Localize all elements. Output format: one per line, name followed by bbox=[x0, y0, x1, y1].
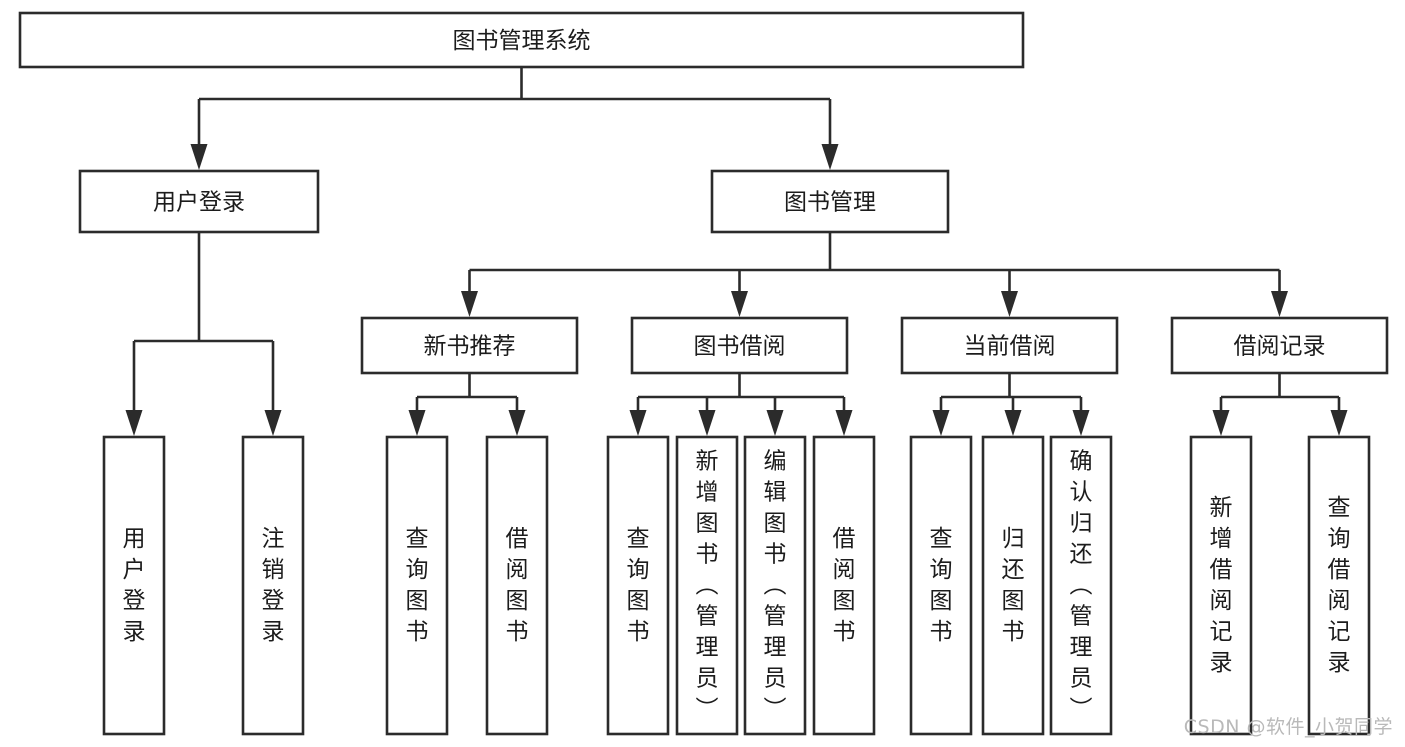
node-leaf-add-book[interactable]: 新增图书︵管理员︶ bbox=[675, 435, 739, 736]
node-leaf-edit-book-box[interactable] bbox=[743, 435, 807, 736]
node-leaf-borrow-book-1-box[interactable] bbox=[485, 435, 549, 736]
arrow-head-icon bbox=[629, 410, 647, 436]
node-book-borrow[interactable]: 图书借阅 bbox=[630, 316, 849, 375]
node-leaf-borrow-book-2[interactable]: 借阅图书 bbox=[812, 435, 876, 736]
connector-layer bbox=[125, 67, 1348, 436]
arrow-head-icon bbox=[1004, 410, 1022, 436]
node-book-manage-box[interactable] bbox=[710, 169, 950, 234]
node-book-borrow-label: 图书借阅 bbox=[694, 334, 786, 360]
node-leaf-add-book-box[interactable] bbox=[675, 435, 739, 736]
edge-group-book-manage bbox=[461, 232, 1288, 317]
node-root-root[interactable]: 图书管理系统 bbox=[18, 11, 1025, 69]
arrow-head-icon bbox=[1072, 410, 1090, 436]
node-leaf-edit-book[interactable]: 编辑图书︵管理员︶ bbox=[743, 435, 807, 736]
arrow-head-icon bbox=[698, 410, 716, 436]
arrow-head-icon bbox=[835, 410, 853, 436]
node-leaf-logout-box[interactable] bbox=[241, 435, 305, 736]
edge-group-borrow-record bbox=[1212, 373, 1348, 436]
node-leaf-query-book-3-label: 查询图书 bbox=[930, 526, 953, 645]
arrow-head-icon bbox=[932, 410, 950, 436]
node-leaf-query-book-2-box[interactable] bbox=[606, 435, 670, 736]
node-leaf-query-book-2-label: 查询图书 bbox=[627, 526, 650, 645]
node-leaf-query-book-3[interactable]: 查询图书 bbox=[909, 435, 973, 736]
node-leaf-add-book-label: 新增图书︵管理员︶ bbox=[696, 449, 719, 723]
arrow-head-icon bbox=[264, 410, 282, 436]
arrow-head-icon bbox=[125, 410, 143, 436]
node-leaf-borrow-book-2-label: 借阅图书 bbox=[833, 526, 856, 645]
node-borrow-record-label: 借阅记录 bbox=[1234, 334, 1326, 360]
node-leaf-borrow-book-1[interactable]: 借阅图书 bbox=[485, 435, 549, 736]
node-current-borrow-label: 当前借阅 bbox=[964, 334, 1056, 360]
node-borrow-record-box[interactable] bbox=[1170, 316, 1389, 375]
node-leaf-user-login[interactable]: 用户登录 bbox=[102, 435, 166, 736]
node-root-root-box[interactable] bbox=[18, 11, 1025, 69]
arrow-head-icon bbox=[1212, 410, 1230, 436]
node-leaf-query-book-2[interactable]: 查询图书 bbox=[606, 435, 670, 736]
node-leaf-return-book[interactable]: 归还图书 bbox=[981, 435, 1045, 736]
node-leaf-user-login-label: 用户登录 bbox=[123, 526, 146, 645]
arrow-head-icon bbox=[1271, 291, 1288, 317]
node-user-login-label: 用户登录 bbox=[153, 190, 245, 216]
node-book-manage[interactable]: 图书管理 bbox=[710, 169, 950, 234]
node-book-manage-label: 图书管理 bbox=[784, 190, 876, 216]
edge-group-current-borrow bbox=[932, 373, 1090, 436]
node-root-root-label: 图书管理系统 bbox=[453, 28, 591, 54]
node-leaf-confirm-return-label: 确认归还︵管理员︶ bbox=[1070, 449, 1093, 723]
edge-group-root bbox=[190, 67, 839, 170]
node-leaf-borrow-book-1-label: 借阅图书 bbox=[506, 526, 529, 645]
node-current-borrow-box[interactable] bbox=[900, 316, 1119, 375]
arrow-head-icon bbox=[821, 144, 839, 170]
arrow-head-icon bbox=[1330, 410, 1348, 436]
edge-group-book-borrow bbox=[629, 373, 853, 436]
node-leaf-borrow-book-2-box[interactable] bbox=[812, 435, 876, 736]
node-user-login[interactable]: 用户登录 bbox=[78, 169, 320, 234]
node-leaf-add-record-label: 新增借阅记录 bbox=[1210, 495, 1233, 676]
node-leaf-confirm-return[interactable]: 确认归还︵管理员︶ bbox=[1049, 435, 1113, 736]
node-new-book-recommend[interactable]: 新书推荐 bbox=[360, 316, 579, 375]
node-leaf-add-record[interactable]: 新增借阅记录 bbox=[1189, 435, 1253, 736]
node-book-borrow-box[interactable] bbox=[630, 316, 849, 375]
arrow-head-icon bbox=[190, 144, 208, 170]
node-user-login-box[interactable] bbox=[78, 169, 320, 234]
node-leaf-query-book-1-label: 查询图书 bbox=[406, 526, 429, 645]
edge-group-new-book-recommend bbox=[408, 373, 526, 436]
arrow-head-icon bbox=[1001, 291, 1018, 317]
node-leaf-add-record-box[interactable] bbox=[1189, 435, 1253, 736]
arrow-head-icon bbox=[461, 291, 478, 317]
node-leaf-return-book-box[interactable] bbox=[981, 435, 1045, 736]
node-leaf-query-book-3-box[interactable] bbox=[909, 435, 973, 736]
node-leaf-user-login-box[interactable] bbox=[102, 435, 166, 736]
node-leaf-logout[interactable]: 注销登录 bbox=[241, 435, 305, 736]
node-layer: 图书管理系统用户登录图书管理新书推荐图书借阅当前借阅借阅记录用户登录注销登录查询… bbox=[18, 11, 1389, 736]
node-leaf-confirm-return-box[interactable] bbox=[1049, 435, 1113, 736]
node-leaf-query-book-1[interactable]: 查询图书 bbox=[385, 435, 449, 736]
edge-group-user-login bbox=[125, 232, 282, 436]
node-borrow-record[interactable]: 借阅记录 bbox=[1170, 316, 1389, 375]
arrow-head-icon bbox=[408, 410, 426, 436]
node-leaf-query-book-1-box[interactable] bbox=[385, 435, 449, 736]
node-leaf-query-record[interactable]: 查询借阅记录 bbox=[1307, 435, 1371, 736]
node-leaf-query-record-box[interactable] bbox=[1307, 435, 1371, 736]
node-leaf-return-book-label: 归还图书 bbox=[1002, 526, 1025, 645]
node-leaf-query-record-label: 查询借阅记录 bbox=[1328, 495, 1351, 676]
node-new-book-recommend-label: 新书推荐 bbox=[424, 334, 516, 360]
arrow-head-icon bbox=[508, 410, 526, 436]
node-new-book-recommend-box[interactable] bbox=[360, 316, 579, 375]
node-current-borrow[interactable]: 当前借阅 bbox=[900, 316, 1119, 375]
node-leaf-logout-label: 注销登录 bbox=[262, 526, 285, 645]
arrow-head-icon bbox=[731, 291, 748, 317]
arrow-head-icon bbox=[766, 410, 784, 436]
node-leaf-edit-book-label: 编辑图书︵管理员︶ bbox=[764, 449, 787, 723]
